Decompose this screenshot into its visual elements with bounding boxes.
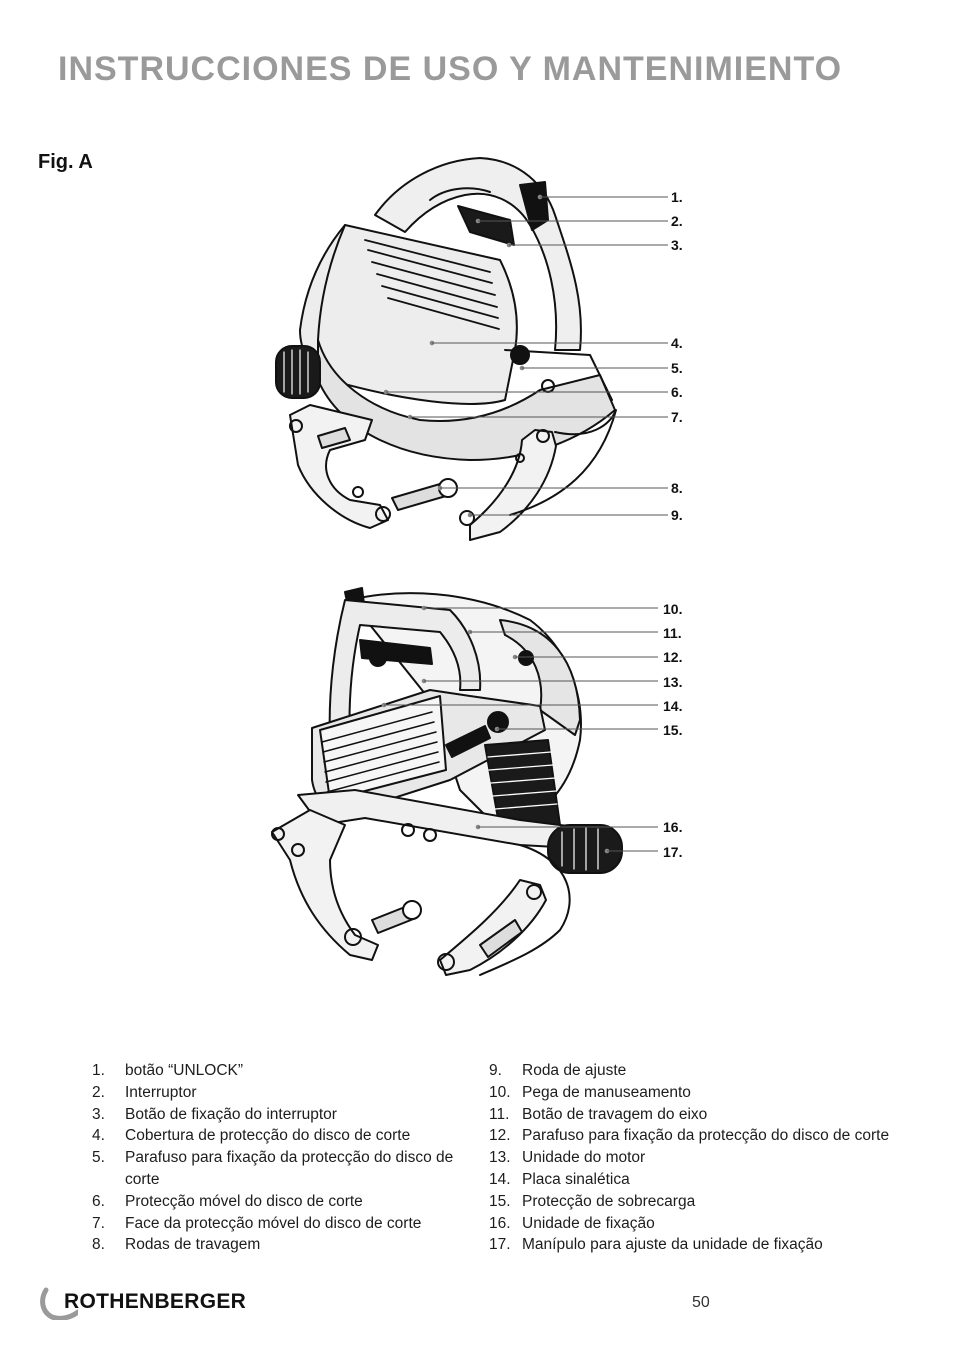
callout-4: 4. [671, 335, 683, 351]
figure-label: Fig. A [38, 151, 93, 173]
legend-text: Face da protecção móvel do disco de cort… [125, 1214, 422, 1232]
legend-item: 9. Roda de ajuste [489, 1060, 909, 1082]
callout-5: 5. [671, 360, 683, 376]
leader-lines-bottom [384, 607, 658, 852]
legend-right: 9. Roda de ajuste 10. Pega de manuseamento… [489, 1060, 909, 1256]
logo-swoosh-icon [40, 1287, 78, 1320]
legend-item: 15. Protecção de sobrecarga [489, 1191, 909, 1213]
legend-num: 12. [489, 1127, 511, 1145]
page-title: INSTRUCCIONES DE USO Y MANTENIMIENTO [58, 50, 843, 88]
legend-num: 7. [92, 1214, 105, 1232]
legend-item: 4. Cobertura de protecção do disco de cor… [92, 1125, 462, 1147]
legend-text: Rodas de travagem [125, 1236, 261, 1254]
callout-6: 6. [671, 384, 683, 400]
legend-num: 17. [489, 1236, 511, 1254]
legend-text: Parafuso para fixação da protecção do di… [522, 1127, 890, 1145]
callout-1: 1. [671, 189, 683, 205]
legend-num: 10. [489, 1083, 511, 1101]
callout-17: 17. [663, 844, 682, 860]
legend-num: 15. [489, 1192, 511, 1210]
legend-num: 13. [489, 1149, 511, 1167]
legend-text: Botão de fixação do interruptor [125, 1105, 337, 1123]
legend-item: 6. Protecção móvel do disco de corte [92, 1191, 462, 1213]
legend-item: 16. Unidade de fixação [489, 1213, 909, 1235]
callout-3: 3. [671, 237, 683, 253]
callout-12: 12. [663, 649, 682, 665]
legend-num: 16. [489, 1214, 511, 1232]
callout-9: 9. [671, 507, 683, 523]
brand-logo: ROTHENBERGER [38, 1286, 278, 1320]
callout-14: 14. [663, 698, 682, 714]
legend-item: 2. Interruptor [92, 1082, 462, 1104]
legend-num: 14. [489, 1170, 511, 1188]
legend-num: 4. [92, 1127, 105, 1145]
legend-text: Protecção móvel do disco de corte [125, 1192, 363, 1210]
legend-item: 10. Pega de manuseamento [489, 1082, 909, 1104]
legend-item: 1. botão “UNLOCK” [92, 1060, 462, 1082]
legend-text: Pega de manuseamento [522, 1083, 691, 1101]
legend-text: Botão de travagem do eixo [522, 1105, 708, 1123]
legend-item: 13. Unidade do motor [489, 1147, 909, 1169]
callout-10: 10. [663, 601, 682, 617]
legend-num: 8. [92, 1236, 105, 1254]
legend-item: 8. Rodas de travagem [92, 1234, 462, 1256]
callout-15: 15. [663, 722, 682, 738]
legend-text: Placa sinalética [522, 1170, 630, 1188]
legend-num: 9. [489, 1062, 502, 1079]
legend-num: 5. [92, 1149, 105, 1167]
legend-text: Roda de ajuste [522, 1062, 627, 1079]
legend-left: 1. botão “UNLOCK” 2. Interruptor 3. Botão d… [92, 1060, 462, 1256]
legend-text: Parafuso para fixação da protecção do di… [125, 1149, 454, 1188]
saw-front-illustration [275, 157, 617, 541]
legend-item: 17. Manípulo para ajuste da unidade de fi… [489, 1234, 909, 1256]
legend-item: 5. Parafuso para fixação da protecção do … [92, 1147, 462, 1191]
legend-num: 3. [92, 1105, 105, 1123]
legend-item: 14. Placa sinalética [489, 1169, 909, 1191]
legend-text: Unidade de fixação [522, 1214, 655, 1232]
callout-numbers-bottom: 10. 11. 12. 13. 14. 15. 16. 17. [663, 601, 682, 860]
page-number: 50 [692, 1294, 710, 1311]
legend-item: 3. Botão de fixação do interruptor [92, 1104, 462, 1126]
callout-16: 16. [663, 819, 682, 835]
callout-numbers-top: 1. 2. 3. 4. 5. 6. 7. 8. 9. [671, 189, 683, 523]
callout-13: 13. [663, 674, 682, 690]
legend-text: Cobertura de protecção do disco de corte [125, 1127, 411, 1145]
legend-num: 2. [92, 1083, 105, 1101]
legend-text: botão “UNLOCK” [125, 1062, 244, 1079]
brand-name: ROTHENBERGER [64, 1290, 247, 1313]
legend-num: 11. [489, 1105, 510, 1123]
legend-text: Interruptor [125, 1083, 197, 1101]
callout-8: 8. [671, 480, 683, 496]
legend-item: 12. Parafuso para fixação da protecção do… [489, 1125, 909, 1147]
figure-a-drawing: 1. 2. 3. 4. 5. 6. 7. 8. 9. [271, 157, 683, 976]
legend-text: Unidade do motor [522, 1149, 646, 1167]
legend-num: 1. [92, 1062, 105, 1079]
callout-2: 2. [671, 213, 683, 229]
leader-lines-top [386, 196, 668, 516]
legend-text: Protecção de sobrecarga [522, 1192, 696, 1210]
callout-11: 11. [663, 625, 682, 641]
legend-num: 6. [92, 1192, 105, 1210]
saw-rear-illustration [271, 587, 623, 976]
callout-7: 7. [671, 409, 683, 425]
legend-item: 11. Botão de travagem do eixo [489, 1104, 909, 1126]
legend-text: Manípulo para ajuste da unidade de fixaç… [522, 1236, 823, 1254]
legend-item: 7. Face da protecção móvel do disco de co… [92, 1213, 462, 1235]
